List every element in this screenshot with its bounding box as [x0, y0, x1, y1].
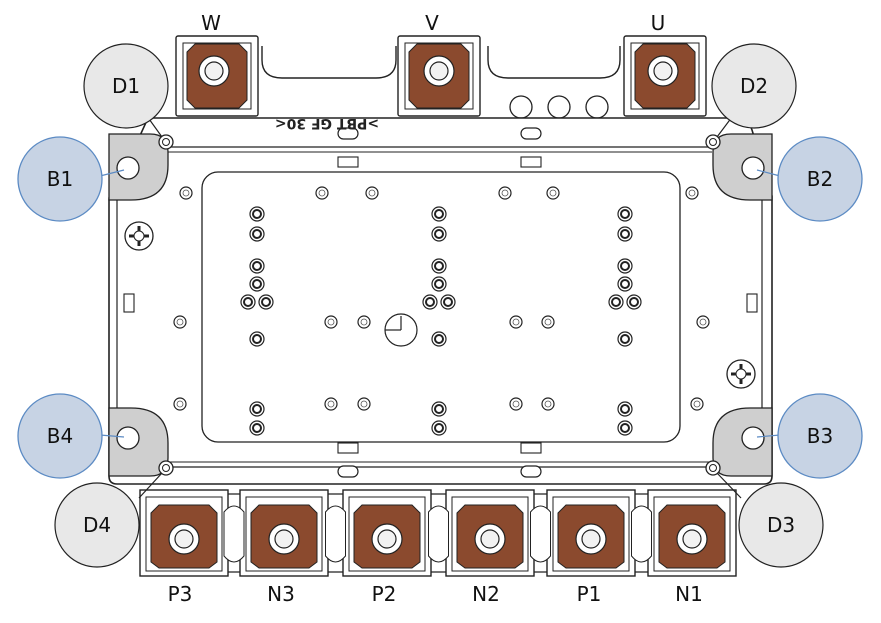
signal-pin [249, 226, 265, 242]
top-housing-profile-right [487, 46, 621, 79]
callout-layer: D1 D2 D3 D4 B1 B2 B3 B4 [17, 43, 863, 568]
terminal-label-p3: P3 [168, 582, 193, 606]
bottom-terminal-row: P3 N3 P2 N2 P1 N1 [139, 489, 737, 606]
terminal-label-w: W [201, 11, 221, 35]
mounting-hole [509, 397, 523, 411]
datum-pin-d4 [158, 460, 174, 476]
callout-b2: B2 [777, 136, 863, 222]
mounting-hole [690, 397, 704, 411]
datum-pin-d3 [705, 460, 721, 476]
screw-fixture-left [124, 221, 154, 251]
signal-pin [431, 276, 447, 292]
terminal-label-p1: P1 [577, 582, 602, 606]
top-terminal-row: W V U [175, 11, 707, 119]
callout-d2: D2 [711, 43, 797, 129]
callout-b3: B3 [777, 393, 863, 479]
terminal-label-n3: N3 [267, 582, 295, 606]
mounting-hole [696, 315, 710, 329]
signal-pin [617, 206, 633, 222]
mounting-hole [546, 186, 560, 200]
signal-pin [249, 331, 265, 347]
signal-pin [617, 331, 633, 347]
callout-label-d4: D4 [83, 513, 111, 537]
terminal-label-v: V [425, 11, 439, 35]
signal-pin [617, 226, 633, 242]
terminal-p3 [139, 489, 229, 577]
terminal-label-n1: N1 [675, 582, 703, 606]
signal-pin [431, 420, 447, 436]
mounting-hole [509, 315, 523, 329]
material-marking: >PBT GF 30< [275, 115, 379, 131]
terminal-w [175, 35, 259, 117]
signal-pin [249, 401, 265, 417]
signal-pin [249, 258, 265, 274]
top-opening-1 [509, 95, 533, 119]
callout-label-d1: D1 [112, 74, 140, 98]
mounting-hole [541, 397, 555, 411]
mounting-hole [324, 397, 338, 411]
signal-pin [249, 420, 265, 436]
datum-pin-d2 [705, 134, 721, 150]
center-alignment-mark [384, 313, 418, 347]
mounting-hole [173, 397, 187, 411]
press-fit-pins [173, 186, 710, 436]
signal-pin [431, 206, 447, 222]
signal-pin [240, 294, 256, 310]
callout-label-b1: B1 [47, 167, 73, 191]
signal-pin [608, 294, 624, 310]
signal-pin [431, 331, 447, 347]
callout-label-b3: B3 [807, 424, 833, 448]
callout-d4: D4 [54, 482, 140, 568]
signal-pin [249, 276, 265, 292]
terminal-label-u: U [651, 11, 666, 35]
terminal-label-p2: P2 [372, 582, 397, 606]
signal-pin [617, 258, 633, 274]
terminal-n3 [239, 489, 329, 577]
callout-label-d2: D2 [740, 74, 768, 98]
top-opening-3 [585, 95, 609, 119]
callout-label-b4: B4 [47, 424, 73, 448]
top-opening-2 [547, 95, 571, 119]
terminal-n2 [445, 489, 535, 577]
signal-pin [626, 294, 642, 310]
mounting-hole [173, 315, 187, 329]
mounting-hole [357, 315, 371, 329]
callout-label-b2: B2 [807, 167, 833, 191]
mounting-hole [179, 186, 193, 200]
terminal-n1 [647, 489, 737, 577]
callout-d1: D1 [83, 43, 169, 129]
callout-d3: D3 [738, 482, 824, 568]
signal-pin [431, 401, 447, 417]
mounting-hole [324, 315, 338, 329]
terminal-u [623, 35, 707, 117]
top-housing-profile-left [261, 46, 397, 79]
datum-pin-d1 [158, 134, 174, 150]
callout-b1: B1 [17, 136, 103, 222]
mounting-hole [365, 186, 379, 200]
signal-pin [617, 276, 633, 292]
terminal-v [397, 35, 481, 117]
screw-fixture-right [726, 359, 756, 389]
callout-b4: B4 [17, 393, 103, 479]
signal-pin [617, 401, 633, 417]
terminal-p1 [546, 489, 636, 577]
mounting-hole [541, 315, 555, 329]
signal-pin [431, 226, 447, 242]
signal-pin [249, 206, 265, 222]
terminal-p2 [342, 489, 432, 577]
mounting-hole [685, 186, 699, 200]
mounting-hole [315, 186, 329, 200]
signal-pin [258, 294, 274, 310]
signal-pin [617, 420, 633, 436]
terminal-label-n2: N2 [472, 582, 500, 606]
signal-pin [431, 258, 447, 274]
module-baseplate: >PBT GF 30< [108, 115, 773, 485]
mounting-hole [357, 397, 371, 411]
signal-pin [422, 294, 438, 310]
mounting-hole [498, 186, 512, 200]
callout-label-d3: D3 [767, 513, 795, 537]
signal-pin [440, 294, 456, 310]
